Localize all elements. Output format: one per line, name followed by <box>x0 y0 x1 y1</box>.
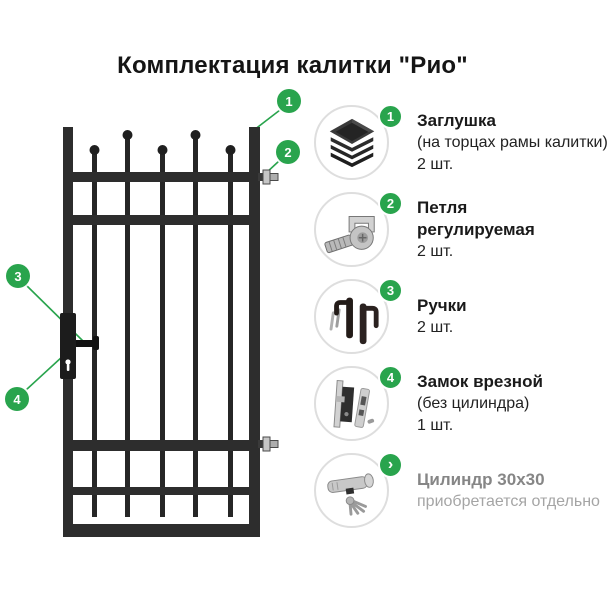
lock-icon <box>332 379 374 428</box>
part-text: Заглушка (на торцах рамы калитки) 2 шт. <box>417 110 608 176</box>
part-item-cylinder: › Цилиндр 30x30 приобретается отдельно <box>314 452 612 528</box>
part-image-circle: 2 <box>314 191 403 267</box>
part-subtitle: приобретается отдельно <box>417 492 600 510</box>
part-image-circle: 1 <box>314 104 403 180</box>
cylinder-icon <box>326 472 374 516</box>
part-item-cap: 1 Заглушка (на торцах рамы калитки) 2 шт… <box>314 104 612 180</box>
part-badge-arrow: › <box>378 452 403 478</box>
hinge-icon <box>323 215 375 253</box>
part-item-handles: 3 Ручки 2 шт. <box>314 278 612 354</box>
part-subtitle: (без цилиндра) <box>417 394 530 412</box>
part-title: Заглушка <box>417 110 496 130</box>
gate-bars <box>89 130 236 517</box>
gate-hinge-bottom <box>258 436 279 452</box>
gate-callout-1: 1 <box>277 89 301 113</box>
part-title: Ручки <box>417 295 467 315</box>
part-badge: 3 <box>378 278 403 303</box>
part-text: Замок врезной (без цилиндра) 1 шт. <box>417 371 543 437</box>
part-badge: 4 <box>378 365 403 390</box>
part-quantity: 2 шт. <box>417 242 454 260</box>
gate-callout-3: 3 <box>6 264 30 288</box>
gate-hinge-top <box>258 169 279 185</box>
part-quantity: 2 шт. <box>417 155 454 173</box>
page-title: Комплектация калитки "Рио" <box>117 52 468 79</box>
part-item-lock: 4 Замок врезной (без цилиндра) 1 шт. <box>314 365 612 441</box>
parts-list: 1 Заглушка (на торцах рамы калитки) 2 шт… <box>314 104 612 540</box>
part-quantity: 2 шт. <box>417 318 454 336</box>
part-title: Петля регулируемая <box>417 197 535 239</box>
part-image-circle: › <box>314 452 403 528</box>
gate-callout-4: 4 <box>5 387 29 411</box>
frame-cap-icon <box>329 118 374 167</box>
gate-handle-and-lock <box>60 313 99 379</box>
part-text: Ручки 2 шт. <box>417 295 467 339</box>
part-text: Цилиндр 30x30 приобретается отдельно <box>417 469 600 513</box>
handles-icon <box>329 297 379 344</box>
part-title: Замок врезной <box>417 371 543 391</box>
part-title: Цилиндр 30x30 <box>417 469 545 489</box>
part-subtitle: (на торцах рамы калитки) <box>417 133 608 151</box>
part-quantity: 1 шт. <box>417 416 454 434</box>
part-item-hinge: 2 Петля регулируемая 2 шт. <box>314 191 612 267</box>
gate-callout-2: 2 <box>276 140 300 164</box>
part-image-circle: 4 <box>314 365 403 441</box>
part-badge: 2 <box>378 191 403 216</box>
part-text: Петля регулируемая 2 шт. <box>417 197 535 263</box>
part-badge: 1 <box>378 104 403 129</box>
part-image-circle: 3 <box>314 278 403 354</box>
